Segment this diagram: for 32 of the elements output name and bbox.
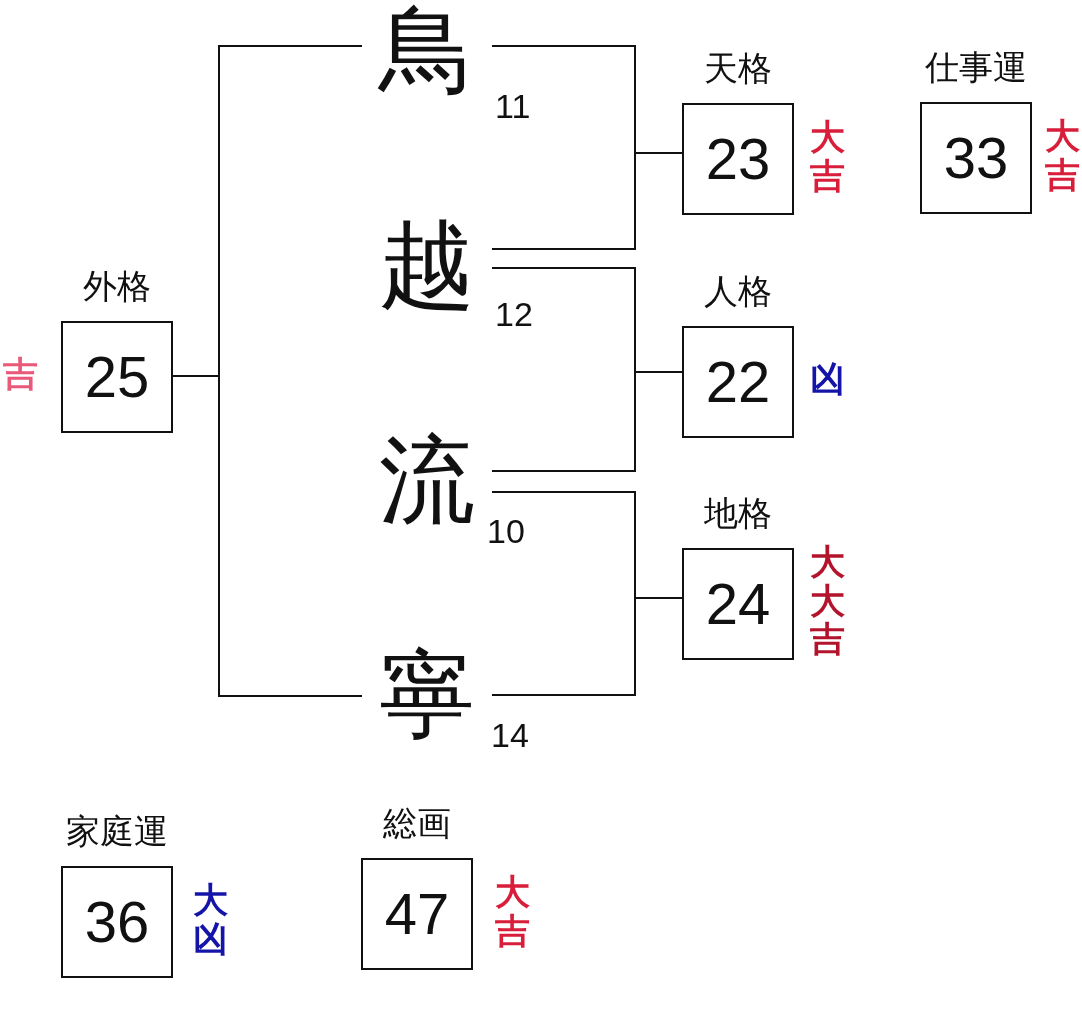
score-box: 36 bbox=[61, 866, 173, 978]
fortune-label: 大凶 bbox=[193, 880, 228, 958]
score-heading: 地格 bbox=[704, 493, 772, 534]
connector-line bbox=[491, 152, 683, 250]
score-heading: 仕事運 bbox=[925, 47, 1027, 88]
score-box: 22 bbox=[682, 326, 794, 438]
fortune-label: 凶 bbox=[810, 359, 845, 399]
score-box: 24 bbox=[682, 548, 794, 660]
connector-line bbox=[491, 371, 683, 472]
score-heading: 人格 bbox=[704, 271, 772, 312]
score-heading: 家庭運 bbox=[66, 811, 168, 852]
score-heading: 総画 bbox=[383, 803, 451, 844]
score-heading: 外格 bbox=[83, 266, 151, 307]
stroke-count: 14 bbox=[491, 715, 529, 756]
score-heading: 天格 bbox=[704, 48, 772, 89]
stroke-count: 12 bbox=[495, 294, 533, 335]
name-character: 鳥 bbox=[379, 2, 475, 98]
fortune-label: 吉 bbox=[3, 354, 38, 394]
fortune-label: 大吉 bbox=[810, 117, 845, 195]
connector-line bbox=[491, 597, 683, 696]
score-box: 47 bbox=[361, 858, 473, 970]
name-character: 寧 bbox=[379, 647, 475, 743]
fortune-label: 大吉 bbox=[495, 872, 530, 950]
name-character: 流 bbox=[379, 432, 475, 528]
score-box: 23 bbox=[682, 103, 794, 215]
score-box: 25 bbox=[61, 321, 173, 433]
fortune-label: 大大吉 bbox=[810, 543, 845, 659]
stroke-count: 11 bbox=[495, 86, 531, 127]
stroke-count: 10 bbox=[487, 511, 525, 552]
fortune-label: 大吉 bbox=[1045, 116, 1080, 194]
name-character: 越 bbox=[379, 217, 475, 313]
score-box: 33 bbox=[920, 102, 1032, 214]
